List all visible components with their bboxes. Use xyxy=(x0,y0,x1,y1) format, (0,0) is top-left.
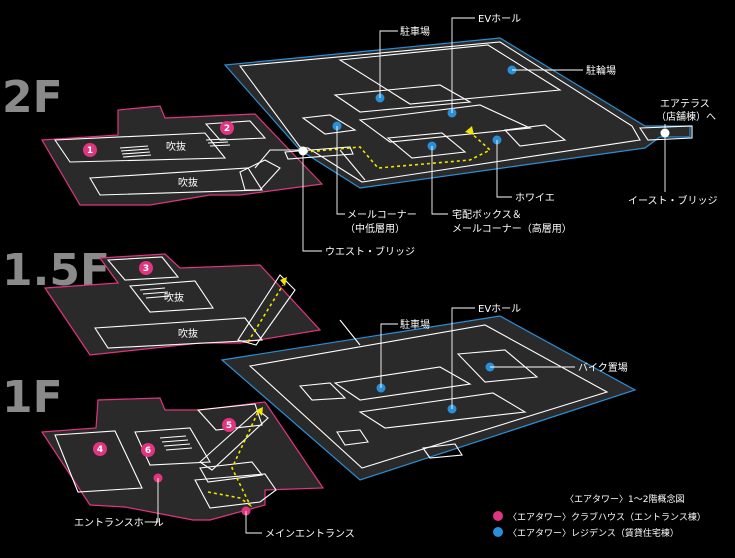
marker-4-label: 4 xyxy=(97,445,103,455)
route-2f-arrow xyxy=(465,126,474,135)
legend-pink-label: 〈エアタワー〉クラブハウス（エントランス棟） xyxy=(508,511,706,523)
stairs-2f xyxy=(119,138,231,158)
mail-corner-leader xyxy=(336,126,345,215)
legend-blue-swatch xyxy=(493,527,503,537)
main-entrance-label: メインエントランス xyxy=(265,528,355,540)
void-label-1-5f-b: 吹抜 xyxy=(178,327,198,340)
floor-label-2f: 2F xyxy=(2,72,63,123)
ev-hall-1f-leader xyxy=(451,307,475,409)
delivery-leader xyxy=(431,146,448,215)
bicycle-label: 駐輪場 xyxy=(586,64,616,77)
delivery-label-2: メールコーナー（高層用） xyxy=(452,222,572,235)
ramp-1f xyxy=(199,409,269,471)
marker-5 xyxy=(222,418,236,432)
entrance-hall-leader xyxy=(152,478,159,523)
ev-hall-2f-label: EVホール xyxy=(478,13,521,25)
east-bridge-2f xyxy=(638,125,693,141)
marker-2 xyxy=(220,121,234,135)
marker-5-label: 5 xyxy=(226,421,232,431)
void-label-2f-b: 吹抜 xyxy=(178,176,198,189)
marker-2-label: 2 xyxy=(224,124,230,134)
route-1f-arrow xyxy=(256,407,263,416)
bike-label: バイク置場 xyxy=(578,361,628,374)
entrance-hall-label: エントランスホール xyxy=(74,517,164,529)
floor-2f-group: 吹抜 吹抜 1 2 駐車場 EVホール 駐輪場 xyxy=(40,13,718,258)
clubhouse-2f-lines xyxy=(53,120,300,196)
white-leader xyxy=(496,140,512,198)
ev-hall-2f-leader xyxy=(451,17,475,113)
parking-1f-label: 駐車場 xyxy=(400,318,430,331)
ev-hall-1f-label: EVホール xyxy=(478,303,521,315)
marker-1-label: 1 xyxy=(87,146,93,156)
floor-label-1f: 1F xyxy=(2,372,63,423)
residence-1f-plate xyxy=(220,315,637,481)
legend-pink-swatch xyxy=(493,511,503,521)
marker-6 xyxy=(141,443,155,457)
clubhouse-1-5f-plate xyxy=(43,253,322,356)
legend-blue-label: 〈エアタワー〉レジデンス（賃貸住宅棟） xyxy=(508,527,679,539)
marker-3-label: 3 xyxy=(143,264,149,274)
west-bridge-2f xyxy=(284,146,354,160)
east-bridge-label: イースト・ブリッジ xyxy=(628,194,718,207)
parking-2f-leader xyxy=(379,30,398,98)
legend: 〈エアタワー〉1〜2階概念図 〈エアタワー〉クラブハウス（エントランス棟） 〈エ… xyxy=(493,493,706,539)
air-terrace-label-2: （店舗棟）へ xyxy=(656,110,716,123)
floor-1-5f-group: 3 吹抜 吹抜 xyxy=(43,253,322,356)
west-bridge-label: ウエスト・ブリッジ xyxy=(325,245,415,258)
marker-3 xyxy=(139,261,153,275)
main-entrance-leader xyxy=(245,511,262,534)
marker-4 xyxy=(93,442,107,456)
void-label-2f-a: 吹抜 xyxy=(166,140,186,153)
clubhouse-2f-plate xyxy=(40,105,324,206)
route-1-5f xyxy=(247,284,284,343)
clubhouse-1f-plate xyxy=(40,397,325,521)
mail-corner-label-2: （中低層用） xyxy=(345,222,405,235)
route-1-5f-arrow xyxy=(280,277,287,286)
route-1f xyxy=(207,411,259,508)
clubhouse-1-5f-lines xyxy=(94,256,264,349)
delivery-label-1: 宅配ボックス＆ xyxy=(452,208,522,221)
parking-1f-leader xyxy=(380,323,398,388)
void-label-1-5f-a: 吹抜 xyxy=(164,291,184,304)
marker-1 xyxy=(83,143,97,157)
marker-6-label: 6 xyxy=(145,446,151,456)
white-label: ホワイエ xyxy=(515,192,555,204)
floor-1f-group: 4 5 6 駐車場 EVホール バイク置場 エントランスホール メインエントラン… xyxy=(40,303,637,540)
residence-1f-lines xyxy=(248,319,609,469)
west-bridge-leader xyxy=(302,151,322,252)
legend-title: 〈エアタワー〉1〜2階概念図 xyxy=(565,493,684,505)
air-terrace-label-1: エアテラス xyxy=(660,98,710,110)
ramp-1-5f xyxy=(237,274,296,346)
mail-corner-label-1: メールコーナー xyxy=(347,209,417,221)
parking-2f-label: 駐車場 xyxy=(400,25,430,38)
